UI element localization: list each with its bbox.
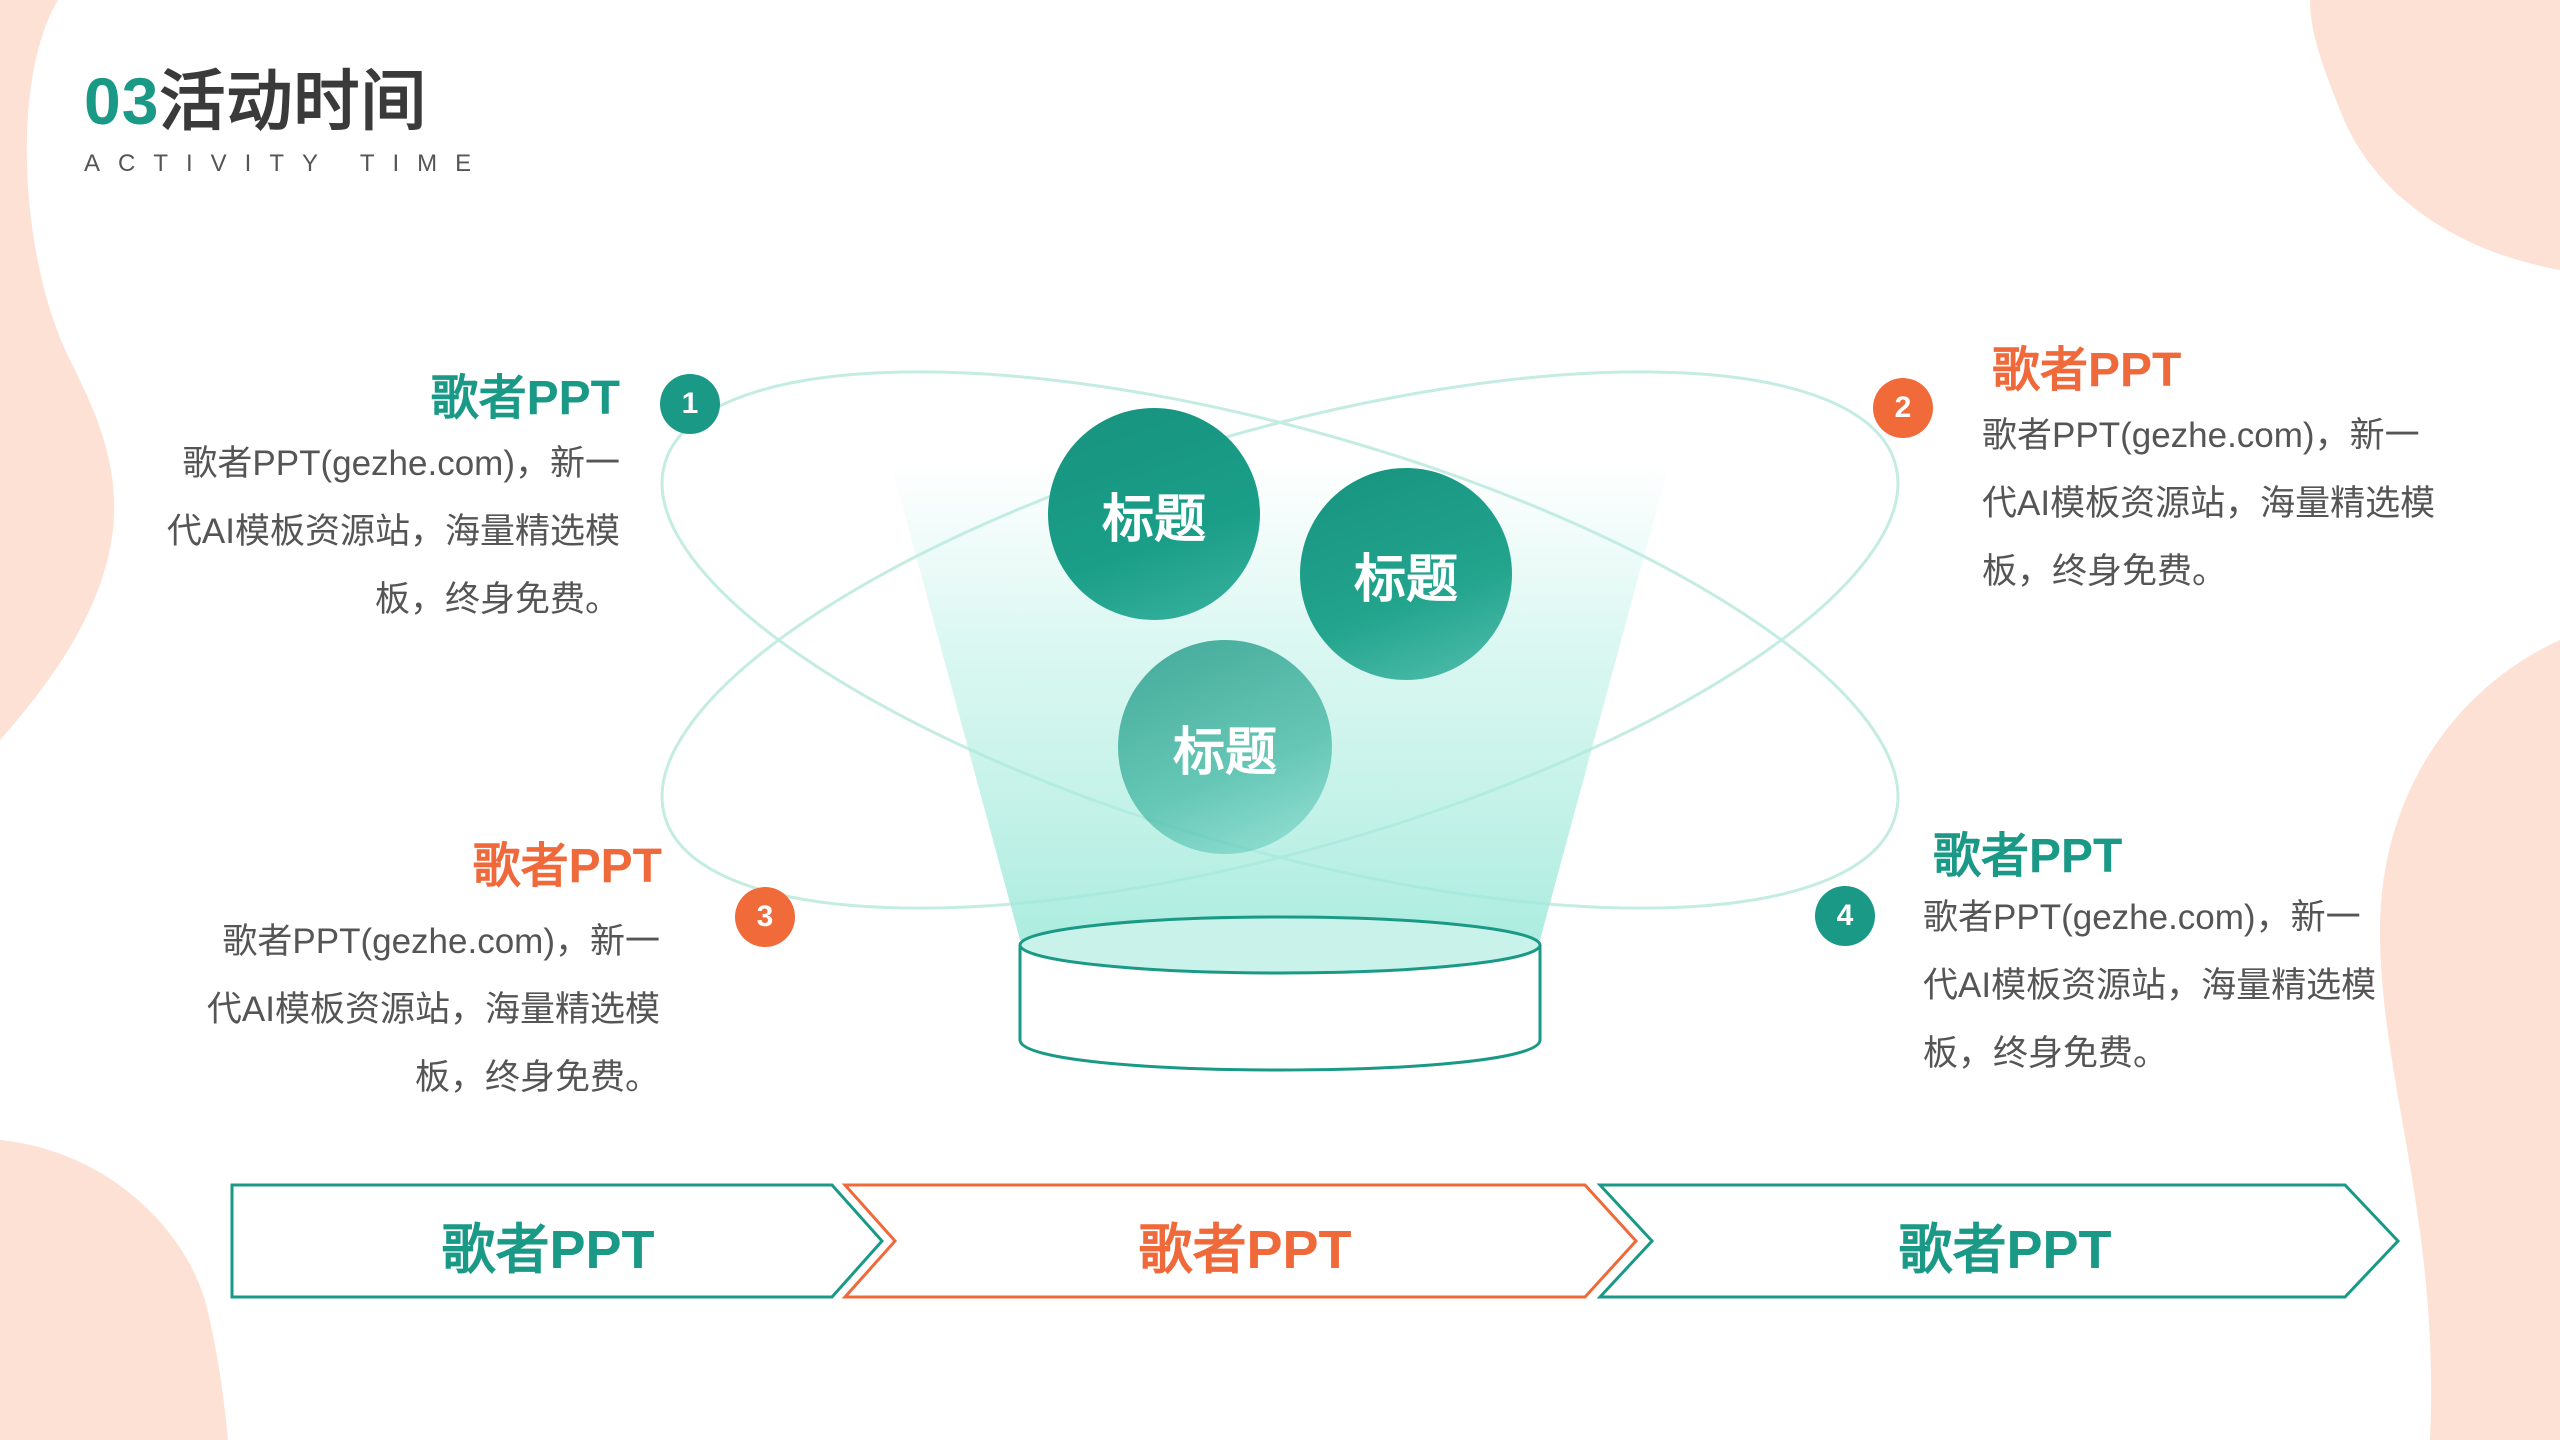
- item-2-title: 歌者PPT: [1992, 344, 2182, 397]
- pedestal-body: [1018, 945, 1542, 1072]
- item-4-badge: 4: [1815, 886, 1875, 946]
- item-1-body: 歌者PPT(gezhe.com)，新一代AI模板资源站，海量精选模板，终身免费。: [166, 444, 620, 619]
- arrow-label-2: 歌者PPT: [1138, 1220, 1352, 1280]
- page-title: 03活动时间: [84, 48, 427, 144]
- bubble-title-1: 标题: [1048, 408, 1260, 620]
- right-blob: [2380, 640, 2560, 1440]
- item-2-badge: 2: [1873, 378, 1933, 438]
- arrow-shape-2: [841, 1183, 1639, 1299]
- item-4-body: 歌者PPT(gezhe.com)，新一代AI模板资源站，海量精选模板，终身免费。: [1923, 898, 2377, 1073]
- arrow-label-1: 歌者PPT: [441, 1220, 655, 1280]
- page-subtitle: ACTIVITY TIME: [84, 150, 490, 177]
- item-3-body: 歌者PPT(gezhe.com)，新一代AI模板资源站，海量精选模板，终身免费。: [206, 922, 660, 1097]
- title-text: 活动时间: [159, 64, 428, 138]
- top-right-blob: [2310, 0, 2560, 270]
- title-number: 03: [84, 64, 160, 138]
- item-1-badge: 1: [660, 374, 720, 434]
- item-3-badge: 3: [735, 887, 795, 947]
- arrow-shape-3: [1596, 1183, 2401, 1299]
- bottom-left-blob: [0, 1140, 228, 1440]
- arrow-label-3: 歌者PPT: [1898, 1220, 2112, 1280]
- arrow-shape-1: [230, 1183, 885, 1299]
- item-4-title: 歌者PPT: [1933, 830, 2123, 883]
- bubble-title-2: 标题: [1300, 468, 1512, 680]
- item-1-title: 歌者PPT: [430, 372, 620, 425]
- pedestal-top: [1018, 915, 1542, 975]
- top-left-blob: [0, 0, 115, 740]
- item-2-body: 歌者PPT(gezhe.com)，新一代AI模板资源站，海量精选模板，终身免费。: [1982, 416, 2436, 591]
- item-3-title: 歌者PPT: [472, 840, 662, 893]
- bubble-title-3: 标题: [1118, 640, 1332, 854]
